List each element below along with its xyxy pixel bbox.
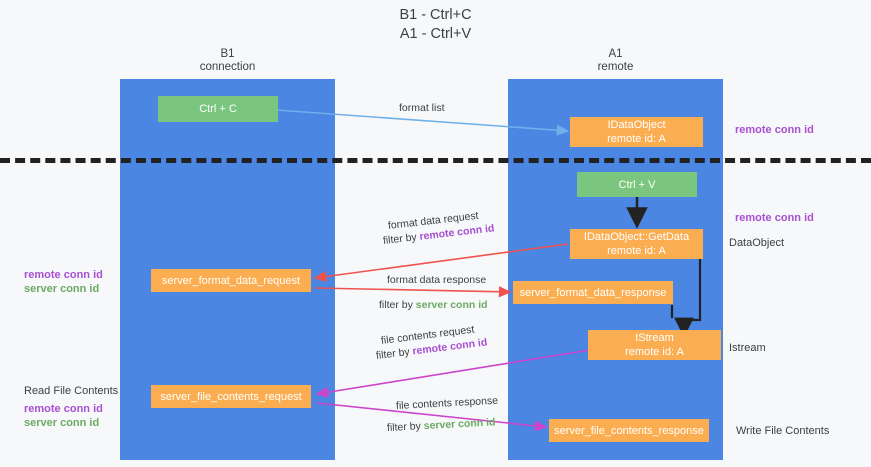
filter-prefix: filter by <box>375 345 414 362</box>
box-istream[interactable]: IStream remote id: A <box>588 330 721 360</box>
left-label-remote-conn-id: remote conn id <box>24 269 103 281</box>
left-label-server-conn-id: server conn id <box>24 283 100 295</box>
left-label-remote-conn-id-2: remote conn id <box>24 403 103 415</box>
filter-prefix: filter by <box>386 420 425 434</box>
box-server-format-data-request[interactable]: server_format_data_request <box>151 269 311 292</box>
box-idataobject-getdata[interactable]: IDataObject::GetData remote id: A <box>570 229 703 259</box>
phase-divider <box>0 158 871 163</box>
column-header-a1: A1 remote <box>597 48 634 73</box>
edge-label-format-data-response: format data response <box>387 274 487 286</box>
filter-prefix: filter by <box>382 230 421 247</box>
edge-label-format-data-response-filter: filter by server conn id <box>379 298 488 312</box>
right-label-remote-conn-id-mid: remote conn id <box>735 212 814 224</box>
right-label-remote-conn-id-top: remote conn id <box>735 124 814 136</box>
right-label-dataobject: DataObject <box>729 237 785 249</box>
box-server-file-contents-request[interactable]: server_file_contents_request <box>151 385 311 408</box>
right-label-write-file-contents: Write File Contents <box>736 425 830 437</box>
box-ctrl-c[interactable]: Ctrl + C <box>158 96 278 122</box>
box-idataobject[interactable]: IDataObject remote id: A <box>570 117 703 147</box>
column-header-b1: B1 connection <box>199 48 256 73</box>
box-server-format-data-response[interactable]: server_format_data_response <box>513 281 673 304</box>
edge-label-format-list: format list <box>399 102 445 114</box>
box-server-file-contents-response[interactable]: server_file_contents_response <box>549 419 709 442</box>
filter-key-server-conn-id: server conn id <box>415 299 488 311</box>
left-label-read-file-contents: Read File Contents <box>24 385 119 397</box>
left-label-server-conn-id-2: server conn id <box>24 417 100 429</box>
edge-label-file-contents-response: file contents response <box>395 394 499 412</box>
edge-label-file-contents-response-filter: filter by server conn id <box>387 415 496 435</box>
box-ctrl-v[interactable]: Ctrl + V <box>577 172 697 197</box>
page-title: B1 - Ctrl+C A1 - Ctrl+V <box>399 7 472 42</box>
right-label-istream: Istream <box>729 342 766 354</box>
filter-key-server-conn-id: server conn id <box>423 416 496 433</box>
filter-prefix: filter by <box>379 299 416 311</box>
